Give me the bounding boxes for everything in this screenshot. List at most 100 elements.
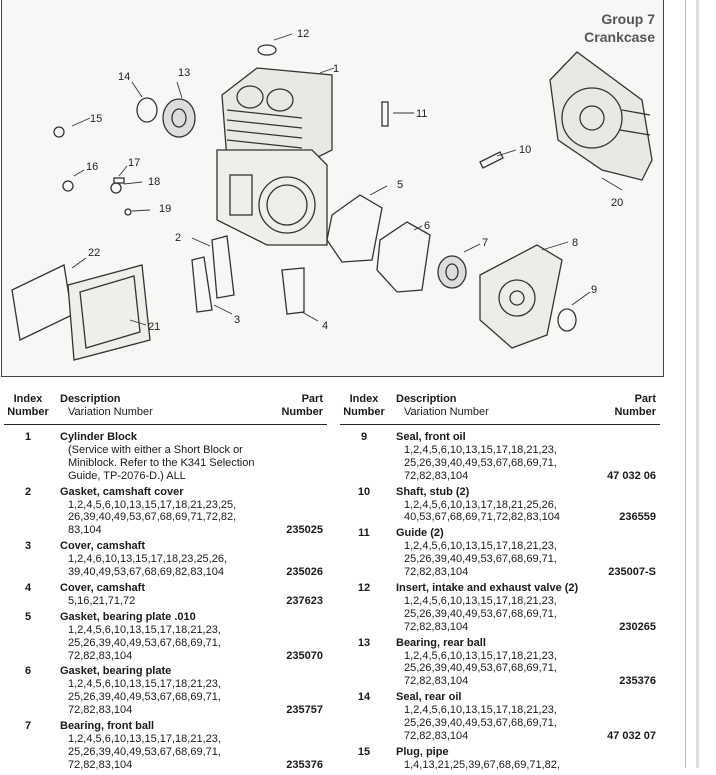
cylinder-block-drawing (216, 67, 333, 246)
row-description: Guide (2) (396, 527, 444, 540)
row-index: 2 (24, 485, 32, 498)
row-index: 14 (357, 691, 371, 704)
row-description: Bearing, rear ball (396, 636, 486, 649)
row-variations: 1,2,4,5,6,10,13,15,17,18,21,23,25, 26,39… (68, 498, 237, 537)
row-part-number: 235376 (619, 675, 656, 688)
gaskets-drawing (326, 194, 431, 293)
row-part-number: 235025 (286, 524, 323, 537)
row-index: 6 (24, 665, 32, 678)
callout-12: 12 (297, 28, 309, 40)
row-description: Gasket, camshaft cover (60, 485, 184, 498)
callout-16: 16 (86, 161, 98, 173)
group-title: Group 7 Crankcase (584, 10, 655, 46)
row-variations: 1,2,4,5,6,10,13,15,17,18,21,23, 25,26,39… (404, 594, 557, 633)
callout-18: 18 (148, 176, 160, 188)
callout-20: 20 (611, 197, 623, 209)
row-part-number: 235757 (286, 704, 323, 717)
row-part-number: 47 032 06 (607, 469, 656, 482)
callout-19: 19 (159, 203, 171, 215)
row-description: Gasket, bearing plate (60, 665, 172, 678)
callout-3: 3 (234, 314, 240, 326)
row-index: 5 (24, 610, 32, 623)
callout-2: 2 (175, 232, 181, 244)
callout-22: 22 (88, 247, 100, 259)
callout-10: 10 (519, 144, 531, 156)
row-index: 15 (357, 745, 371, 758)
row-index: 13 (357, 636, 371, 649)
row-description: Seal, front oil (396, 431, 466, 443)
row-variations: (Service with either a Short Block or Mi… (68, 443, 255, 482)
row-variations: 1,2,4,5,6,10,13,15,17,18,21,23, 25,26,39… (404, 704, 557, 742)
row-description: Cover, camshaft (60, 540, 145, 553)
callout-8: 8 (572, 237, 578, 249)
bearing-plate-drawing (479, 244, 563, 349)
row-variations: 1,2,4,5,6,10,13,15,17,18,21,23, 25,26,39… (404, 443, 557, 482)
callout-21: 21 (148, 321, 160, 333)
row-part-number: 236559 (619, 511, 656, 524)
row-description: Insert, intake and exhaust valve (2) (396, 581, 579, 594)
row-description: Gasket, bearing plate .010 (60, 610, 196, 623)
callout-14: 14 (118, 71, 130, 83)
row-variations: 1,2,4,5,6,10,13,15,17,18,21,23, 25,26,39… (404, 649, 557, 688)
table-row: 10 Shaft, stub (2)1,2,4,5,6,10,13,17,18,2… (340, 486, 660, 525)
row-description: Shaft, stub (2) (396, 485, 470, 498)
row-index: 3 (24, 540, 32, 553)
row-part-number: 235026 (286, 566, 323, 579)
diagram-drawing: 1 2 3 4 5 6 7 8 9 10 11 12 13 14 15 16 1… (11, 28, 653, 361)
row-part-number: 235376 (286, 758, 323, 771)
row-index: 9 (360, 431, 368, 443)
row-variations: 1,2,4,5,6,10,13,15,17,18,21,23, 25,26,39… (404, 540, 557, 579)
table-row: 11 Guide (2)1,2,4,5,6,10,13,15,17,18,21,2… (340, 527, 660, 579)
row-index: 7 (24, 720, 32, 733)
row-description: Seal, rear oil (396, 691, 462, 704)
row-index: 4 (24, 581, 32, 594)
window-edge (685, 0, 716, 768)
callout-9: 9 (591, 284, 597, 296)
row-index: 12 (357, 581, 371, 594)
callout-11: 11 (416, 108, 427, 120)
row-variations: 1,2,4,5,6,10,13,17,18,21,25,26, 40,53,67… (404, 498, 560, 524)
crankcase-housing-drawing (549, 51, 653, 181)
row-description: Bearing, front ball (60, 720, 155, 733)
row-part-number: 235070 (286, 649, 323, 662)
row-description: Cylinder Block (60, 431, 138, 443)
group-name: Crankcase (584, 29, 655, 45)
group-number: Group 7 (601, 11, 655, 27)
callout-4: 4 (322, 320, 328, 332)
row-variations: 5,16,21,71,72 (68, 594, 136, 607)
row-index: 11 (358, 527, 370, 540)
row-variations: 1,2,4,5,6,10,13,15,17,18,21,23, 25,26,39… (68, 623, 221, 662)
exploded-parts-diagram: Group 7 Crankcase (1, 0, 664, 377)
callout-13: 13 (178, 67, 190, 79)
row-variations: 1,2,4,5,6,10,13,15,17,18,21,23, 25,26,39… (68, 732, 221, 771)
callout-15: 15 (90, 113, 102, 125)
table-rows: 1 Cylinder Block(Service with either a Sh… (4, 425, 327, 772)
callout-1: 1 (333, 63, 339, 75)
row-variations: 1,2,4,5,6,10,13,15,17,18,21,23, 25,26,39… (68, 678, 221, 717)
row-part-number: 230265 (619, 620, 656, 633)
row-description: Plug, pipe (396, 745, 449, 758)
row-part-number: 235007-S (608, 566, 656, 579)
callout-5: 5 (397, 179, 403, 191)
row-index: 10 (357, 485, 371, 498)
row-index: 1 (24, 431, 32, 443)
row-variations: 1,4,13,21,25,39,67,68,69,71,82, (404, 758, 560, 771)
